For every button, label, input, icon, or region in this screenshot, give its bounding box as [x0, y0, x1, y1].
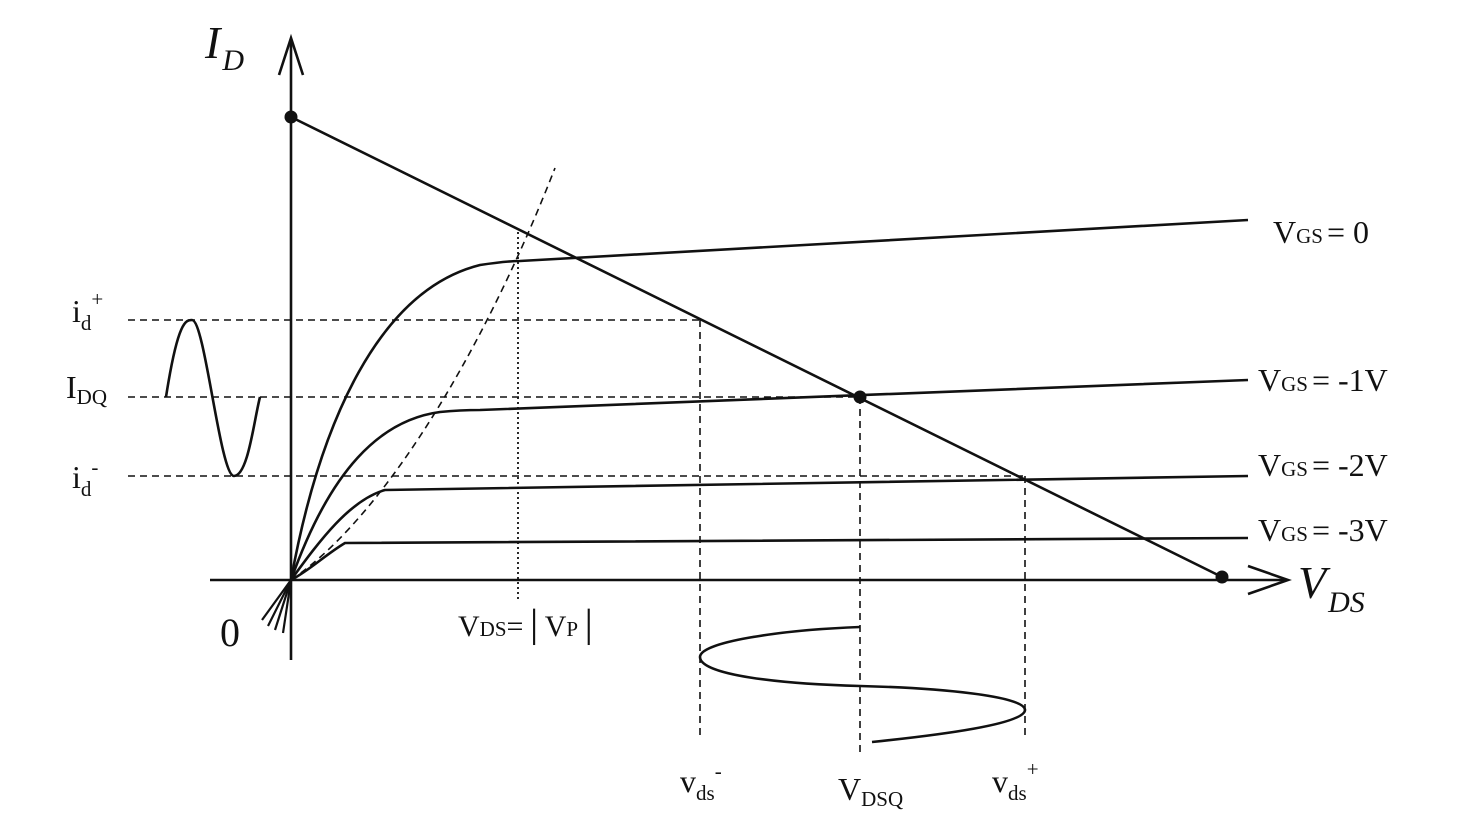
label-idq: IDQ	[66, 369, 107, 409]
label-vgs-minus-3: VGS= -3V	[1258, 512, 1388, 548]
label-vds-minus: vds-	[680, 759, 722, 805]
y-axis-arrowhead	[277, 33, 305, 76]
label-id-minus: id-	[72, 455, 98, 501]
label-vdsq: VDSQ	[838, 771, 903, 811]
label-pinch-off: VDS=│VP│	[458, 608, 599, 646]
voltage-sine-wave	[698, 625, 1027, 744]
load-line-bottom-dot	[1215, 570, 1229, 584]
origin-strokes	[261, 579, 293, 634]
guide-lines	[128, 319, 1026, 752]
load-line	[290, 115, 1223, 579]
x-axis-title: VDS	[1298, 557, 1365, 619]
load-line-top-dot	[284, 110, 298, 124]
x-axis-arrowhead	[1247, 564, 1292, 596]
label-vgs-minus-2: VGS= -2V	[1258, 447, 1388, 483]
curve-vgs-0	[289, 218, 1249, 581]
y-axis-title: ID	[204, 17, 244, 77]
curve-vgs-minus-2	[289, 474, 1249, 581]
current-sine-wave	[164, 318, 262, 478]
curve-vgs-minus-1	[289, 378, 1249, 581]
label-vgs-minus-1: VGS= -1V	[1258, 362, 1388, 398]
axes	[210, 33, 1292, 660]
label-vgs-0: VGS= 0	[1273, 214, 1369, 250]
pinch-off-locus	[290, 167, 556, 581]
label-id-plus: id+	[72, 287, 103, 335]
curve-vgs-minus-3	[290, 536, 1249, 582]
origin-label: 0	[220, 610, 240, 655]
characteristic-curves	[289, 218, 1249, 582]
label-vds-plus: vds+	[992, 757, 1039, 805]
